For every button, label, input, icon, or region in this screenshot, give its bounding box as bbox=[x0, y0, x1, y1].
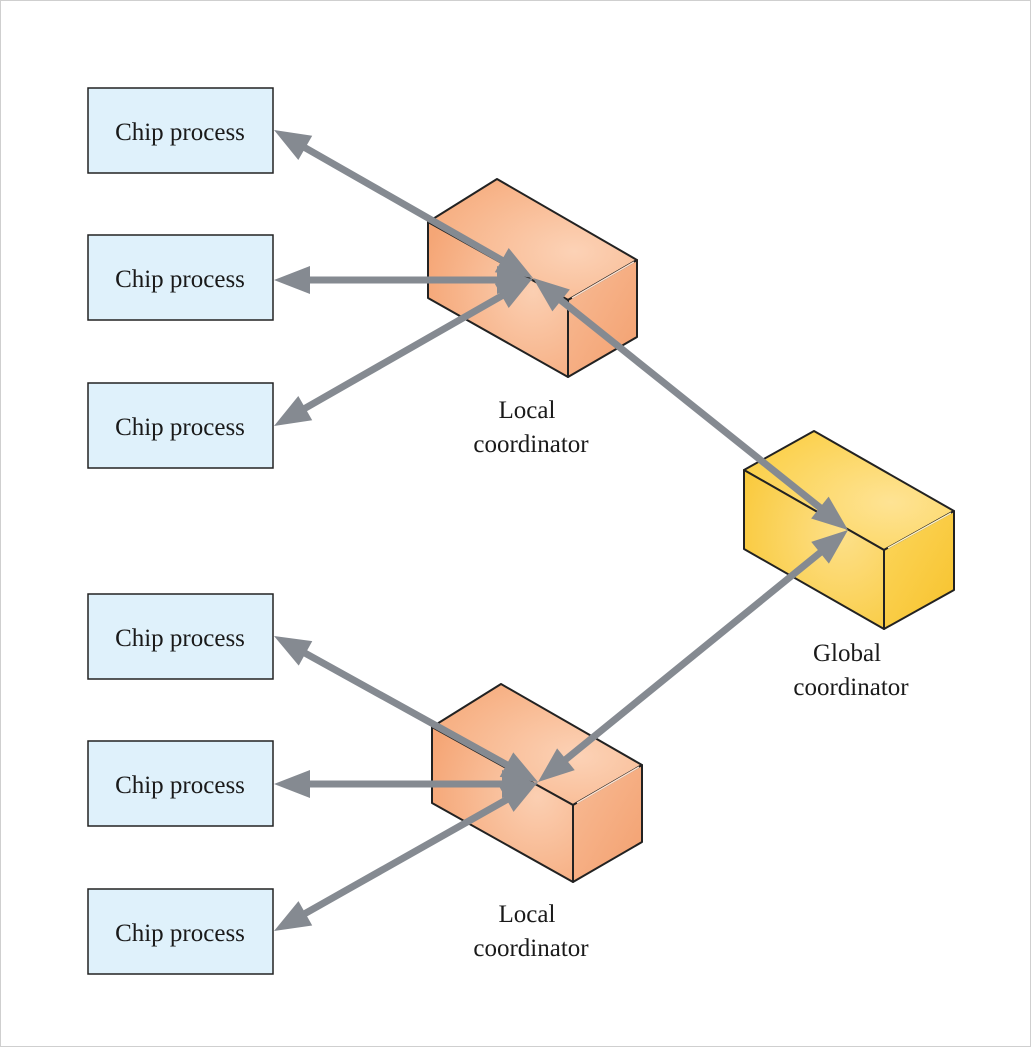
local-coordinator-label-line1: Local bbox=[499, 397, 556, 424]
chip-process-label: Chip process bbox=[115, 414, 245, 441]
chip-process-box: Chip process bbox=[87, 593, 274, 680]
arrow-shaft bbox=[555, 295, 826, 513]
arrowhead bbox=[811, 496, 848, 530]
global-coordinator-label-line1: Global bbox=[813, 640, 881, 667]
arrowhead bbox=[811, 530, 848, 564]
arrowhead bbox=[274, 901, 313, 931]
global-coordinator-cube bbox=[743, 430, 955, 630]
arrow-shaft bbox=[300, 290, 507, 414]
double-arrow bbox=[274, 782, 538, 931]
arrowhead bbox=[538, 748, 575, 782]
arrowhead bbox=[494, 278, 533, 309]
chip-process-label: Chip process bbox=[115, 772, 245, 799]
arrow-shaft bbox=[300, 142, 507, 266]
arrowhead bbox=[274, 395, 313, 426]
arrow-shaft bbox=[560, 547, 826, 765]
connector-arrows bbox=[274, 130, 848, 931]
arrowhead bbox=[274, 636, 313, 666]
chip-process-label: Chip process bbox=[115, 625, 245, 652]
chip-process-box: Chip process bbox=[87, 382, 274, 469]
local-coordinator-label-line2: coordinator bbox=[473, 935, 589, 962]
chip-process-label: Chip process bbox=[115, 266, 245, 293]
double-arrow bbox=[533, 278, 848, 530]
arrowhead bbox=[274, 130, 313, 161]
double-arrow bbox=[274, 278, 533, 426]
arrow-shaft bbox=[300, 648, 512, 770]
chip-process-label: Chip process bbox=[115, 119, 245, 146]
chip-process-box: Chip process bbox=[87, 87, 274, 174]
arrowhead bbox=[274, 266, 310, 294]
arrowhead bbox=[533, 278, 570, 312]
chip-process-label: Chip process bbox=[115, 920, 245, 947]
chip-process-box: Chip process bbox=[87, 740, 274, 827]
arrow-shaft bbox=[300, 794, 512, 919]
double-arrow bbox=[538, 530, 848, 782]
arrowhead bbox=[499, 782, 538, 812]
arrowhead bbox=[274, 770, 310, 798]
local-coordinator-label-line2: coordinator bbox=[473, 431, 589, 458]
chip-process-box: Chip process bbox=[87, 234, 274, 321]
global-coordinator-label-line2: coordinator bbox=[793, 674, 909, 701]
chip-process-box: Chip process bbox=[87, 888, 274, 975]
local-coordinator-label-line1: Local bbox=[499, 901, 556, 928]
